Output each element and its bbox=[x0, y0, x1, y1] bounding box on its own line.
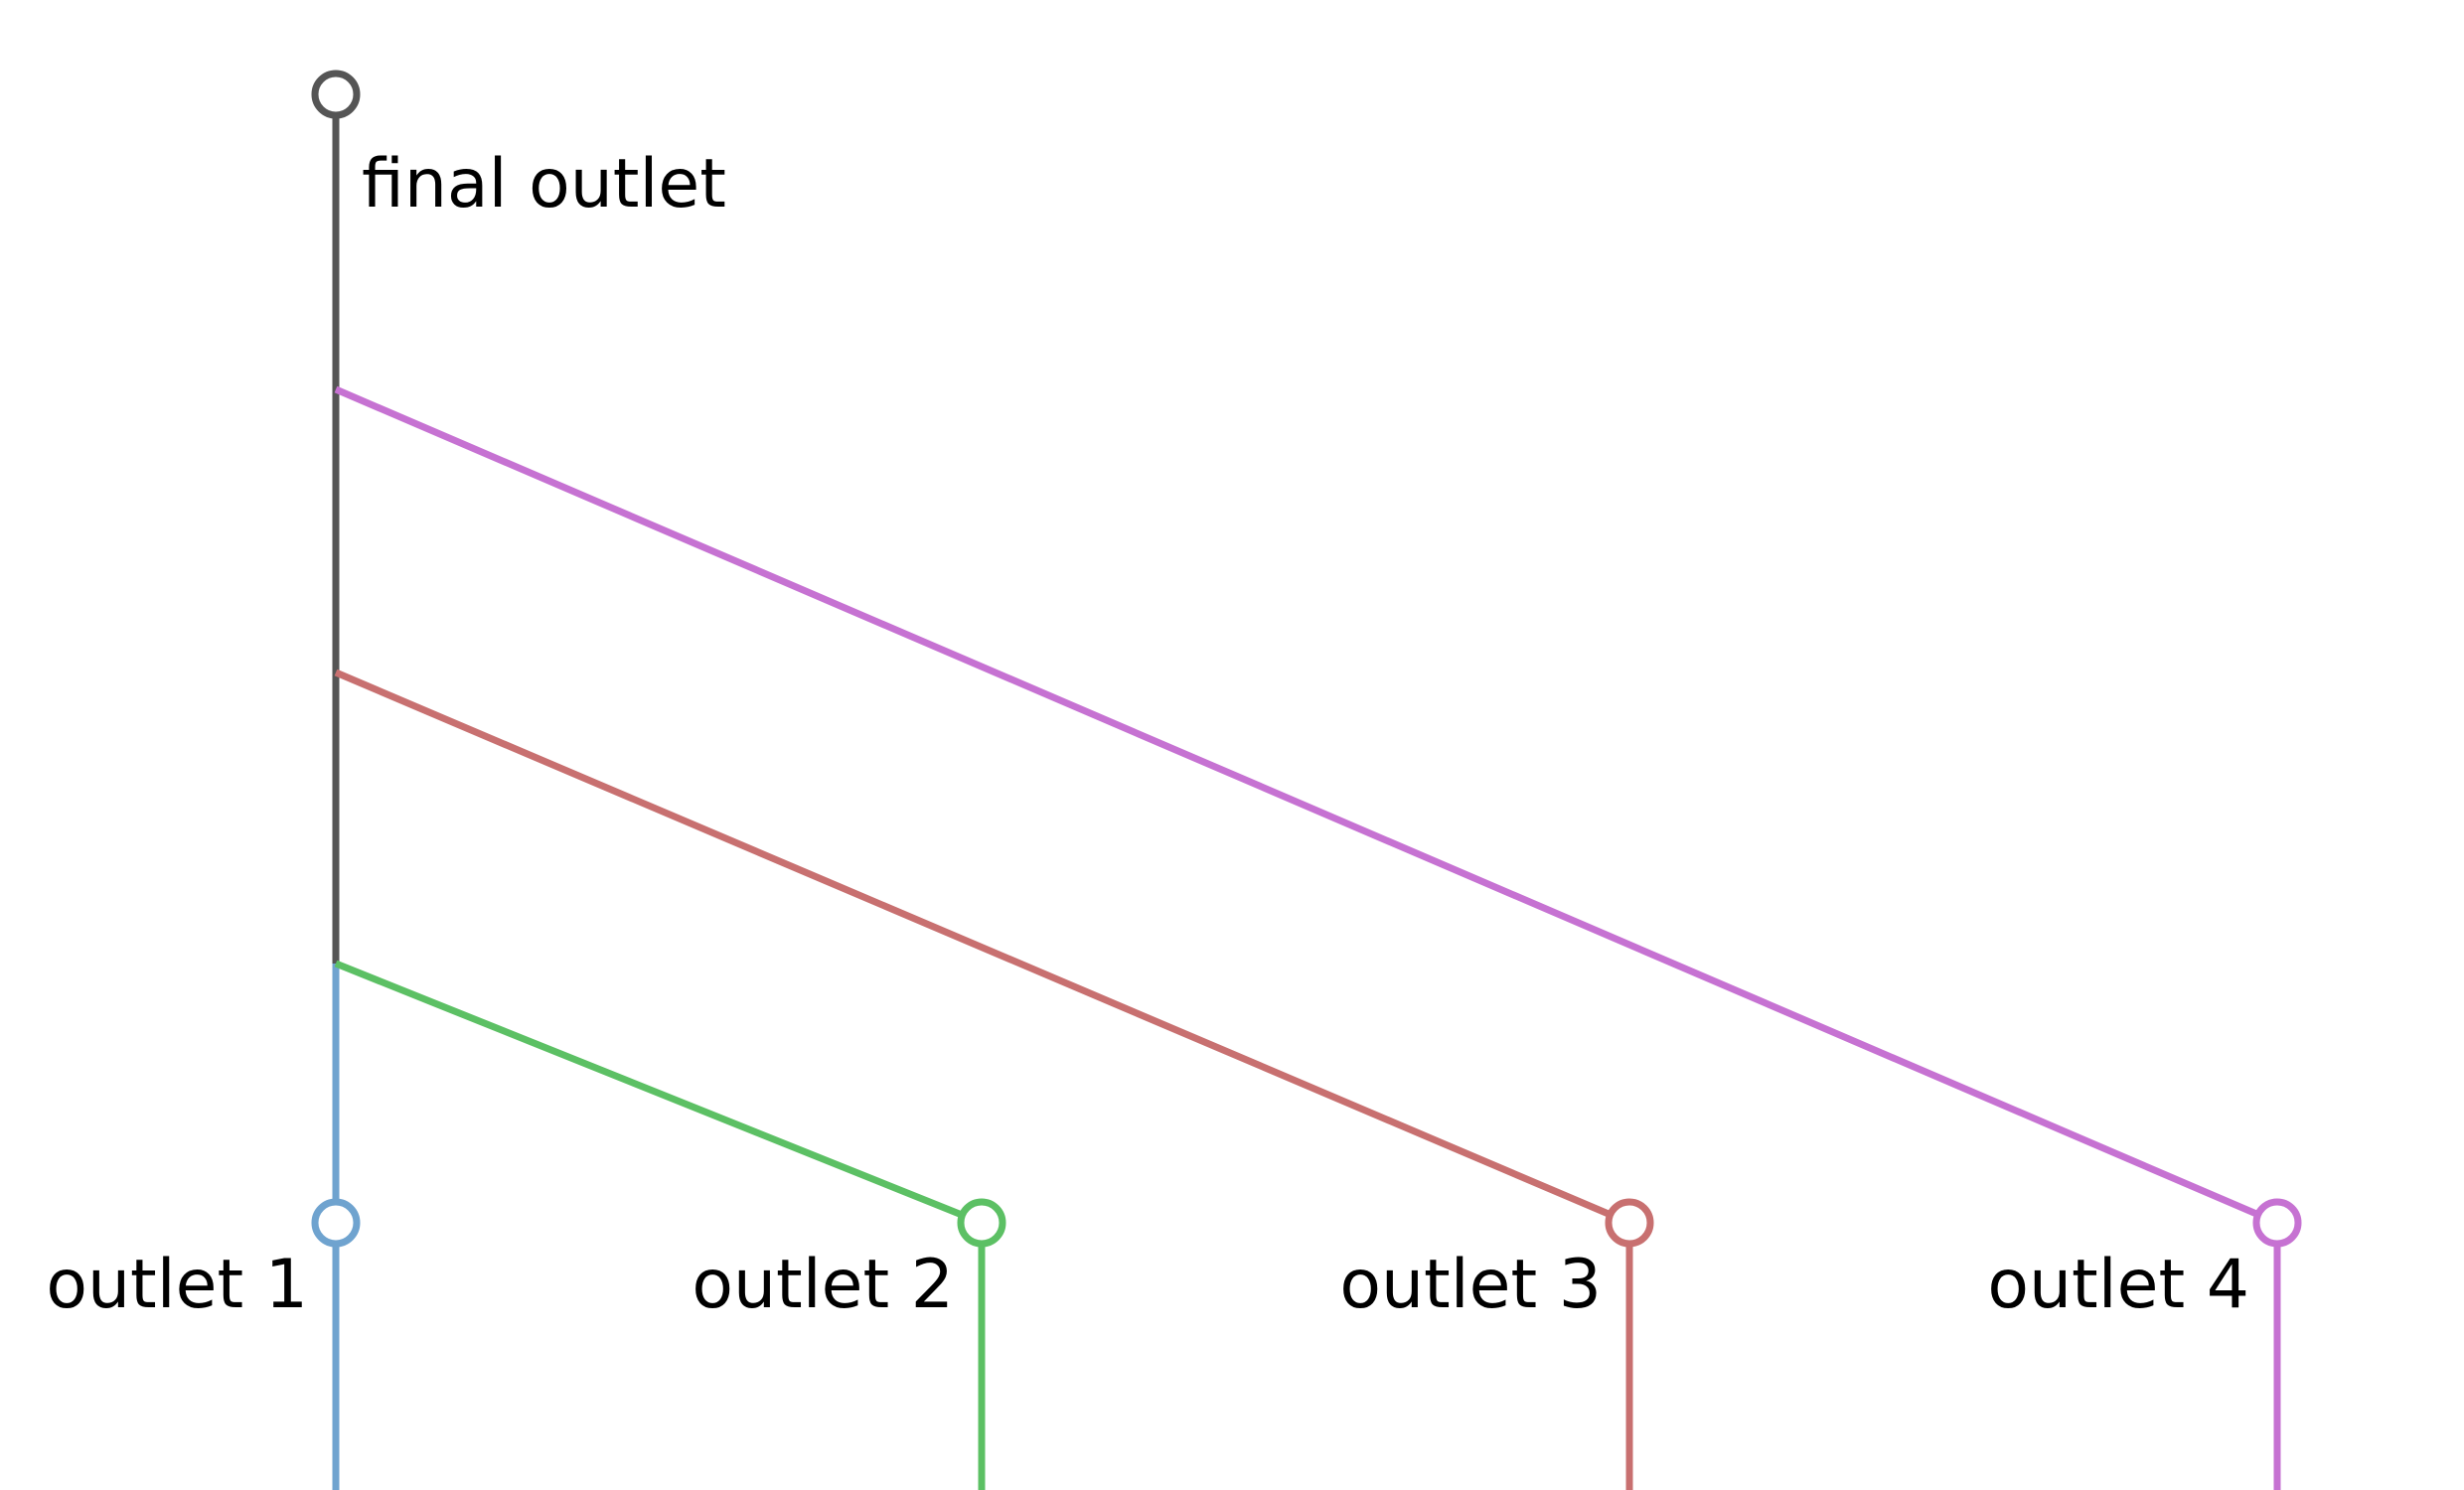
final-outlet-node bbox=[311, 70, 361, 119]
outlet-1-node bbox=[311, 1198, 361, 1248]
outlet-4-branch-line bbox=[334, 385, 2281, 1490]
outlet-2-branch-line bbox=[334, 960, 986, 1490]
outlet-3-node bbox=[1605, 1198, 1654, 1248]
final-outlet-label: final outlet bbox=[362, 145, 726, 224]
outlet-3-label: outlet 3 bbox=[1339, 1246, 1602, 1324]
outlet-4-node bbox=[2252, 1198, 2302, 1248]
outlet-2-label: outlet 2 bbox=[692, 1246, 954, 1324]
outlet-4-label: outlet 4 bbox=[1987, 1246, 2249, 1324]
outlet-1-label: outlet 1 bbox=[46, 1246, 308, 1324]
outlet-2-node bbox=[957, 1198, 1006, 1248]
